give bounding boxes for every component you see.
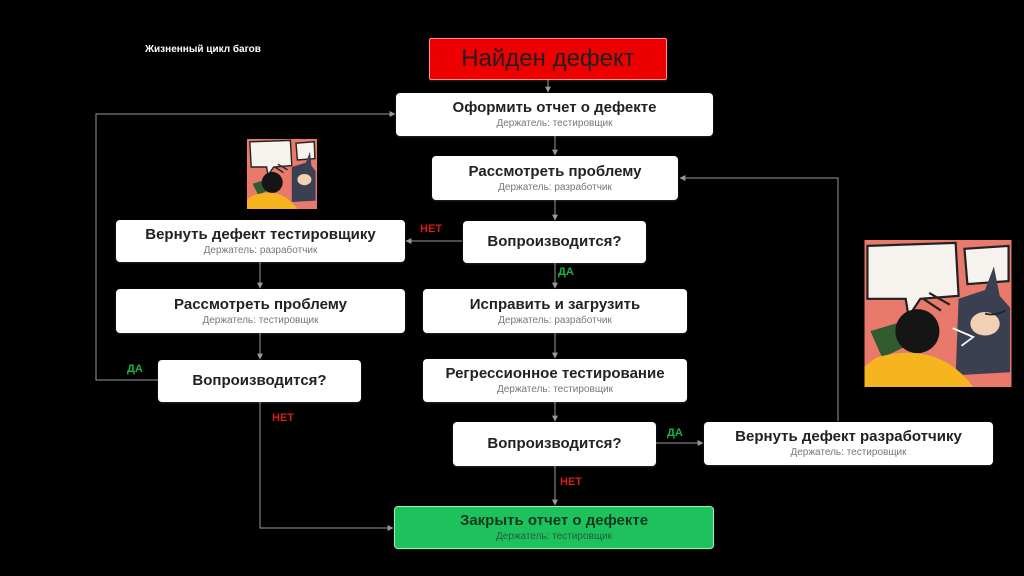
node-reproducible-2: Вопроизводится? [158,360,361,402]
node-file-report: Оформить отчет о дефекте Держатель: тест… [396,93,713,136]
label-repro3-yes: ДА [667,427,683,439]
node-review-dev-title: Рассмотреть проблему [468,162,642,180]
node-fix-and-deploy-title: Исправить и загрузить [469,295,641,313]
node-return-to-developer-title: Вернуть дефект разработчику [735,428,962,445]
node-file-report-title: Оформить отчет о дефекте [452,99,657,116]
node-regression-testing-title: Регрессионное тестирование [445,365,665,382]
edge-return-dev-review-dev [679,175,839,421]
node-fix-and-deploy-owner: Держатель: разработчик [498,314,612,326]
node-return-to-developer: Вернуть дефект разработчику Держатель: т… [704,422,993,465]
batman-slap-meme-small [247,139,317,209]
node-review-dev: Рассмотреть проблему Держатель: разработ… [432,156,678,200]
node-defect-found-title: Найден дефект [461,45,635,72]
node-close-report-owner: Держатель: тестировщик [495,531,613,542]
node-reproducible-1-title: Вопроизводится? [487,233,622,250]
label-repro1-no: НЕТ [420,223,442,235]
node-return-to-tester: Вернуть дефект тестировщику Держатель: р… [116,220,405,262]
node-close-report: Закрыть отчет о дефекте Держатель: тести… [394,506,714,549]
label-repro3-no: НЕТ [560,476,582,488]
node-reproducible-2-title: Вопроизводится? [192,372,327,389]
batman-slapping-robin-comic-icon [864,240,1012,387]
label-repro2-yes: ДА [127,363,143,375]
node-fix-and-deploy: Исправить и загрузить Держатель: разрабо… [423,289,687,333]
node-regression-testing-owner: Держатель: тестировщик [496,384,614,395]
node-review-dev-owner: Держатель: разработчик [498,181,612,193]
node-regression-testing: Регрессионное тестирование Держатель: те… [423,359,687,402]
node-close-report-title: Закрыть отчет о дефекте [459,512,649,529]
node-reproducible-1: Вопроизводится? [463,221,646,263]
node-return-to-tester-title: Вернуть дефект тестировщику [145,225,376,243]
edge-repro2-close [259,402,394,531]
node-reproducible-3-title: Вопроизводится? [487,435,622,452]
page-title: Жизненный цикл багов [145,44,261,55]
node-file-report-owner: Держатель: тестировщик [496,118,613,129]
batman-slapping-robin-comic-icon [247,139,317,209]
node-defect-found: Найден дефект [429,38,667,80]
label-repro1-yes: ДА [558,266,574,278]
batman-slap-meme-large [864,240,1012,387]
node-return-to-tester-owner: Держатель: разработчик [203,244,318,256]
node-review-tester: Рассмотреть проблему Держатель: тестиров… [116,289,405,333]
label-repro2-no: НЕТ [272,412,294,424]
node-reproducible-3: Вопроизводится? [453,422,656,466]
node-return-to-developer-owner: Держатель: тестировщик [790,447,907,458]
node-review-tester-owner: Держатель: тестировщик [202,314,319,326]
node-review-tester-title: Рассмотреть проблему [174,295,347,313]
edge-repro2-report [95,111,396,381]
